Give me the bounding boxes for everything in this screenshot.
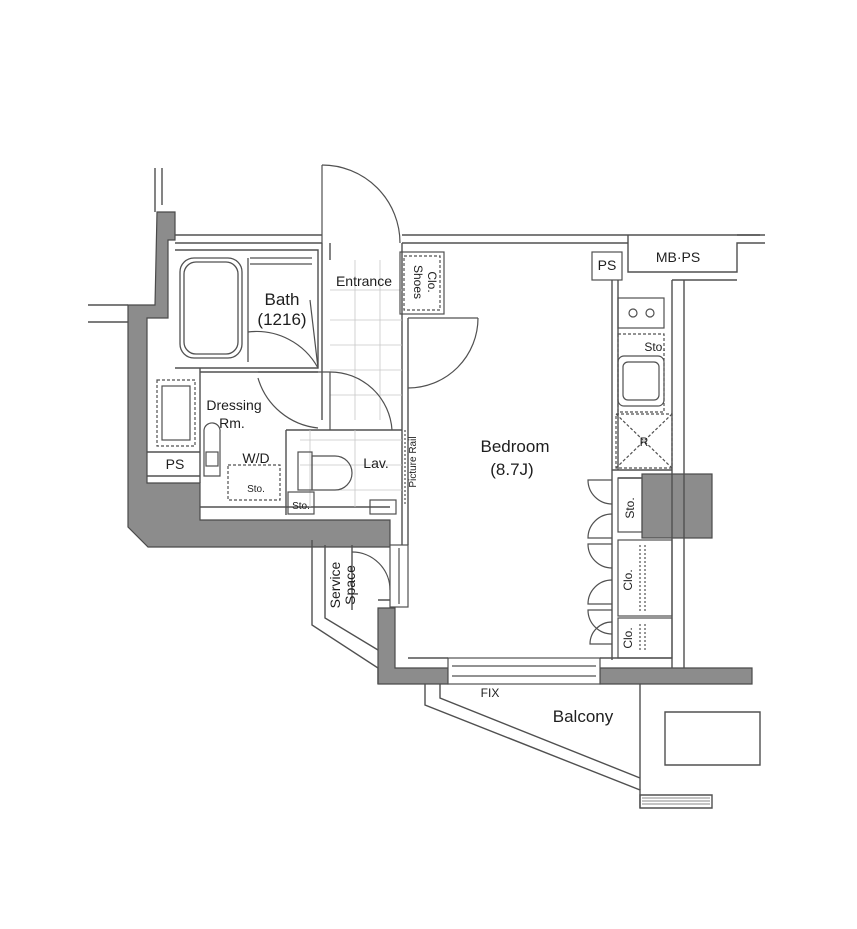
interior-walls — [88, 168, 765, 809]
sto-wd-label: Sto. — [247, 484, 265, 495]
bath-size-label: (1216) — [257, 310, 306, 329]
door-swings — [247, 164, 613, 645]
wd-label: W/D — [242, 450, 269, 466]
bedroom-size-label: (8.7J) — [490, 460, 533, 479]
lav-label: Lav. — [363, 455, 388, 471]
lavatory-fixtures — [156, 379, 406, 515]
ps-top-label: PS — [598, 257, 617, 273]
bath-label: Bath — [265, 290, 300, 309]
dressing-rm-label: Rm. — [219, 415, 245, 431]
service-label: Service — [327, 561, 343, 608]
shoes-label: Shoes — [411, 265, 425, 299]
sto-lav-label: Sto. — [292, 501, 310, 512]
fixture-labels: PS MB·PS PS Sto. R Picture Rail Sto. Sto… — [166, 249, 701, 700]
left-outer-wall — [127, 211, 391, 548]
sto-closet-label: Sto. — [623, 497, 637, 518]
service-space-label: Space — [342, 565, 358, 605]
clo-1-label: Clo. — [621, 569, 635, 590]
sto-kitchen-label: Sto. — [644, 340, 665, 354]
bathtub — [179, 257, 312, 362]
entrance-tiles — [300, 260, 402, 507]
bedroom-label: Bedroom — [481, 437, 550, 456]
balcony-railing — [642, 797, 710, 805]
fix-label: FIX — [481, 686, 500, 700]
mb-ps-label: MB·PS — [656, 249, 700, 265]
window-fix — [447, 657, 601, 685]
balcony-label: Balcony — [553, 707, 614, 726]
shoes-closet — [399, 251, 445, 315]
refrigerator-label: R — [640, 435, 649, 449]
picture-rail-label: Picture Rail — [408, 436, 419, 487]
ps-left-label: PS — [166, 456, 185, 472]
structural-walls — [127, 211, 753, 685]
entrance-label: Entrance — [336, 273, 392, 289]
windows — [389, 544, 601, 685]
kitchen — [591, 251, 673, 659]
dressing-label: Dressing — [206, 397, 261, 413]
shoes-clo-label: Clo. — [425, 271, 439, 292]
structural-pillar — [641, 473, 713, 539]
clo-2-label: Clo. — [621, 627, 635, 648]
room-labels: Bath (1216) Dressing Rm. Entrance Shoes … — [206, 265, 613, 726]
bottom-wall — [377, 607, 449, 685]
bottom-wall-right — [599, 667, 753, 685]
